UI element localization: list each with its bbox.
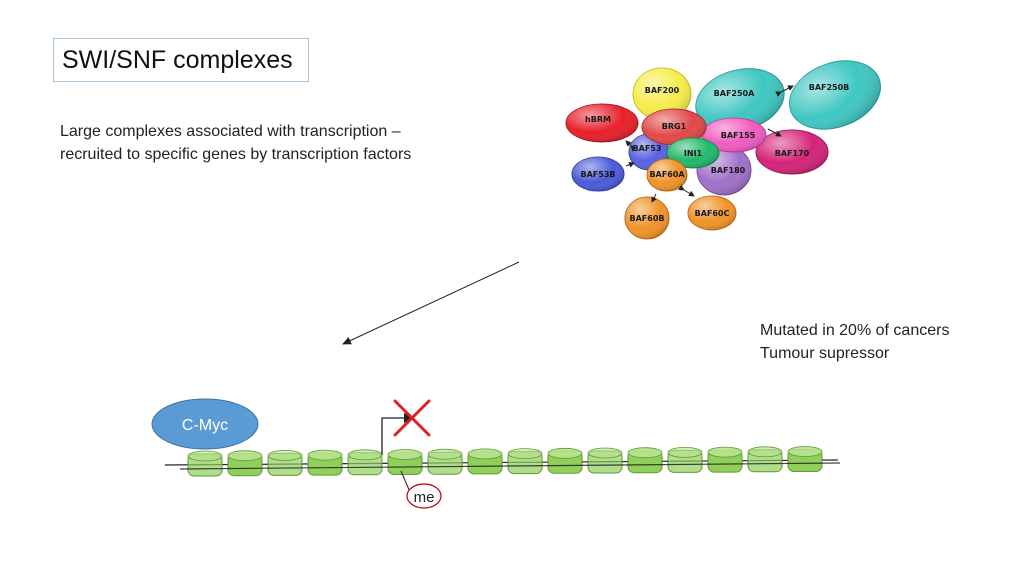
nucleosome [707, 446, 743, 473]
svg-text:BAF180: BAF180 [711, 166, 746, 175]
nucleosome [627, 447, 663, 474]
nucleosome [667, 446, 703, 473]
methylation-mark: me [400, 470, 442, 509]
svg-text:INI1: INI1 [684, 149, 703, 158]
subunit-baf60b: BAF60B [624, 196, 670, 240]
subunit-baf155: BAF155 [701, 117, 767, 153]
subunit-brg1: BRG1 [641, 108, 707, 146]
cmyc-factor: C-Myc [151, 398, 259, 450]
svg-text:BAF155: BAF155 [721, 131, 756, 140]
chromatin-strand [164, 446, 841, 477]
methyl-label: me [414, 489, 435, 506]
nucleosome [467, 448, 503, 475]
nucleosome [547, 447, 583, 474]
subunit-ini1: INI1 [666, 137, 720, 169]
svg-text:BAF200: BAF200 [645, 86, 680, 95]
nucleosome [427, 448, 463, 475]
nucleosome [587, 447, 623, 474]
subunit-baf250a: BAF250A [695, 68, 785, 132]
transcription-start-arrow [381, 413, 414, 455]
svg-text:hBRM: hBRM [585, 115, 611, 124]
cancer-note: Mutated in 20% of cancers Tumour supress… [760, 319, 949, 365]
nucleosome [507, 448, 543, 475]
page-title: SWI/SNF complexes [53, 38, 309, 82]
nucleosome [267, 449, 303, 476]
svg-text:BAF60A: BAF60A [649, 170, 685, 179]
nucleosome [387, 449, 423, 475]
svg-text:BAF60B: BAF60B [630, 214, 665, 223]
swisnf-complex: BAF250B BAF250A BAF200 BAF170 BAF180 BAF… [565, 60, 882, 240]
svg-text:BAF250A: BAF250A [714, 89, 755, 98]
nucleosome [307, 449, 343, 476]
subunit-baf60c: BAF60C [687, 195, 737, 231]
svg-text:BAF250B: BAF250B [809, 83, 850, 92]
nucleosome [187, 450, 223, 477]
nucleosome [347, 449, 383, 476]
subunit-hbrm: hBRM [565, 103, 639, 143]
nucleosome [747, 446, 783, 473]
svg-text:BAF53: BAF53 [633, 144, 662, 153]
note-line-1: Mutated in 20% of cancers [760, 322, 950, 339]
subunit-baf60a: BAF60A [646, 158, 688, 192]
blocked-x-icon [393, 399, 431, 437]
cmyc-label: C-Myc [182, 417, 228, 434]
exchange-arrows [625, 85, 794, 203]
svg-text:BRG1: BRG1 [662, 122, 687, 131]
nucleosome-row [187, 446, 823, 477]
nucleosome [227, 450, 263, 477]
note-line-2: Tumour supressor [760, 345, 890, 362]
svg-text:BAF170: BAF170 [775, 149, 810, 158]
recruitment-arrow [342, 261, 520, 345]
subunit-baf250b: BAF250B [788, 60, 882, 130]
svg-text:BAF60C: BAF60C [695, 209, 730, 218]
svg-text:BAF53B: BAF53B [581, 170, 616, 179]
complex-description: Large complexes associated with transcri… [60, 120, 411, 166]
subunit-baf53b: BAF53B [571, 156, 625, 192]
subunit-baf170: BAF170 [755, 129, 829, 175]
nucleosome [787, 446, 823, 472]
description-line-2: recruited to specific genes by transcrip… [60, 146, 412, 163]
description-line-1: Large complexes associated with transcri… [60, 123, 401, 140]
